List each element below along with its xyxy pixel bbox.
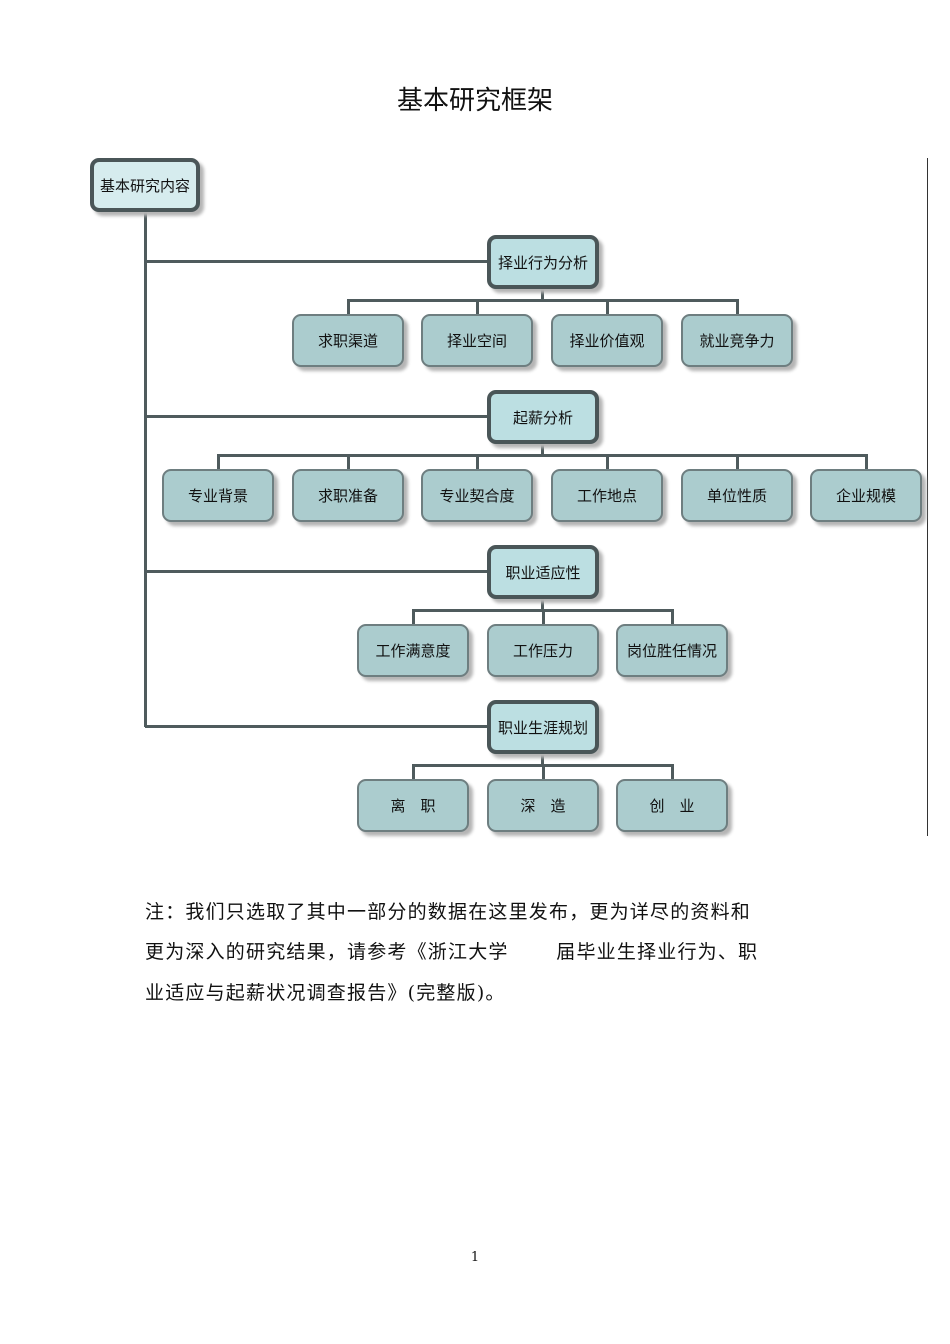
note-line-3: 业适应与起薪状况调查报告》(完整版)。 [145,982,506,1004]
child-node: 就业竞争力 [681,314,793,367]
branch-connector [145,415,487,418]
child-node: 择业空间 [421,314,533,367]
child-stem [865,454,868,469]
child-stem [217,454,220,469]
child-stem [412,609,415,624]
child-bus [347,299,739,302]
branch-node: 起薪分析 [487,390,599,444]
branch-connector [145,725,487,728]
margin-line [927,158,928,836]
child-stem [476,454,479,469]
child-stem [412,764,415,779]
child-stem [671,764,674,779]
child-node: 求职渠道 [292,314,404,367]
page-number: 1 [470,1250,480,1265]
child-stem [542,609,545,624]
child-stem [606,299,609,314]
child-stem [736,299,739,314]
child-node: 离 职 [357,779,469,832]
branch-stem [541,597,544,609]
branch-stem [541,287,544,299]
trunk-connector [144,210,147,727]
branch-connector [145,570,487,573]
child-node: 单位性质 [681,469,793,522]
child-node: 工作地点 [551,469,663,522]
child-node: 创 业 [616,779,728,832]
child-stem [347,299,350,314]
note-line-1: 注：我们只选取了其中一部分的数据在这里发布，更为详尽的资料和 [145,901,752,923]
page-title: 基本研究框架 [396,86,553,116]
branch-node: 职业生涯规划 [487,700,599,754]
child-stem [542,764,545,779]
child-node: 求职准备 [292,469,404,522]
child-node: 深 造 [487,779,599,832]
child-node: 岗位胜任情况 [616,624,728,677]
child-stem [476,299,479,314]
branch-node: 择业行为分析 [487,235,599,289]
child-stem [671,609,674,624]
child-node: 专业契合度 [421,469,533,522]
branch-stem [541,442,544,454]
branch-stem [541,752,544,764]
child-node: 择业价值观 [551,314,663,367]
child-stem [606,454,609,469]
child-stem [736,454,739,469]
branch-connector [145,260,487,263]
note-line-2: 更为深入的研究结果，请参考《浙江大学 届毕业生择业行为、职 [145,941,759,963]
child-bus [217,454,868,457]
branch-node: 职业适应性 [487,545,599,599]
child-stem [347,454,350,469]
child-node: 工作压力 [487,624,599,677]
child-node: 专业背景 [162,469,274,522]
child-node: 工作满意度 [357,624,469,677]
child-node: 企业规模 [810,469,922,522]
root-node: 基本研究内容 [90,158,200,212]
